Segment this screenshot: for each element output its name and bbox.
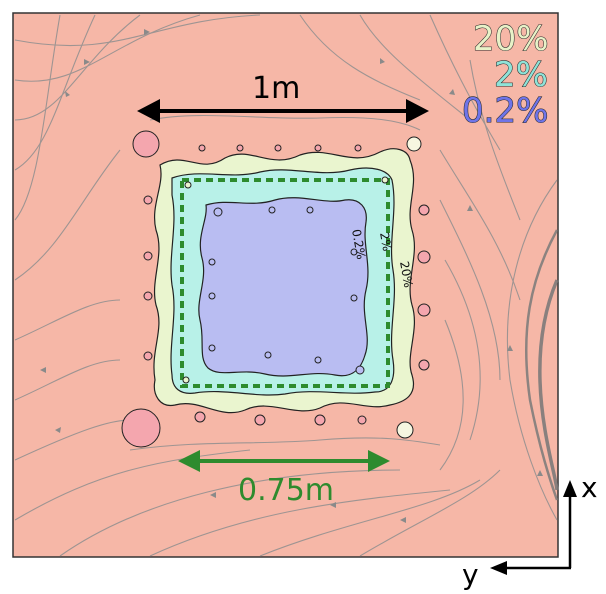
legend-0.2-percent: 0.2% [462,91,548,131]
region-0.2-percent [198,197,369,377]
inner-dimension-label: 0.75m [238,473,334,508]
streamline-arrows [40,29,543,523]
contour-label-0.2: 0.2% [349,228,368,260]
inner-dimension-arrow [178,450,390,472]
legend-2-percent: 2% [494,55,548,95]
outer-dimension-label: 1m [252,71,300,106]
contour-label-2: 2% [377,231,394,252]
x-axis-label: x [581,471,598,504]
outer-dimension-arrow [137,99,429,123]
y-axis-label: y [462,558,479,591]
legend-20-percent: 20% [473,19,549,59]
streamlines [14,14,559,557]
bubbles [121,130,431,448]
dashed-square [180,178,390,388]
axes-indicator [490,480,577,575]
contour-label-20: 20% [397,260,415,289]
